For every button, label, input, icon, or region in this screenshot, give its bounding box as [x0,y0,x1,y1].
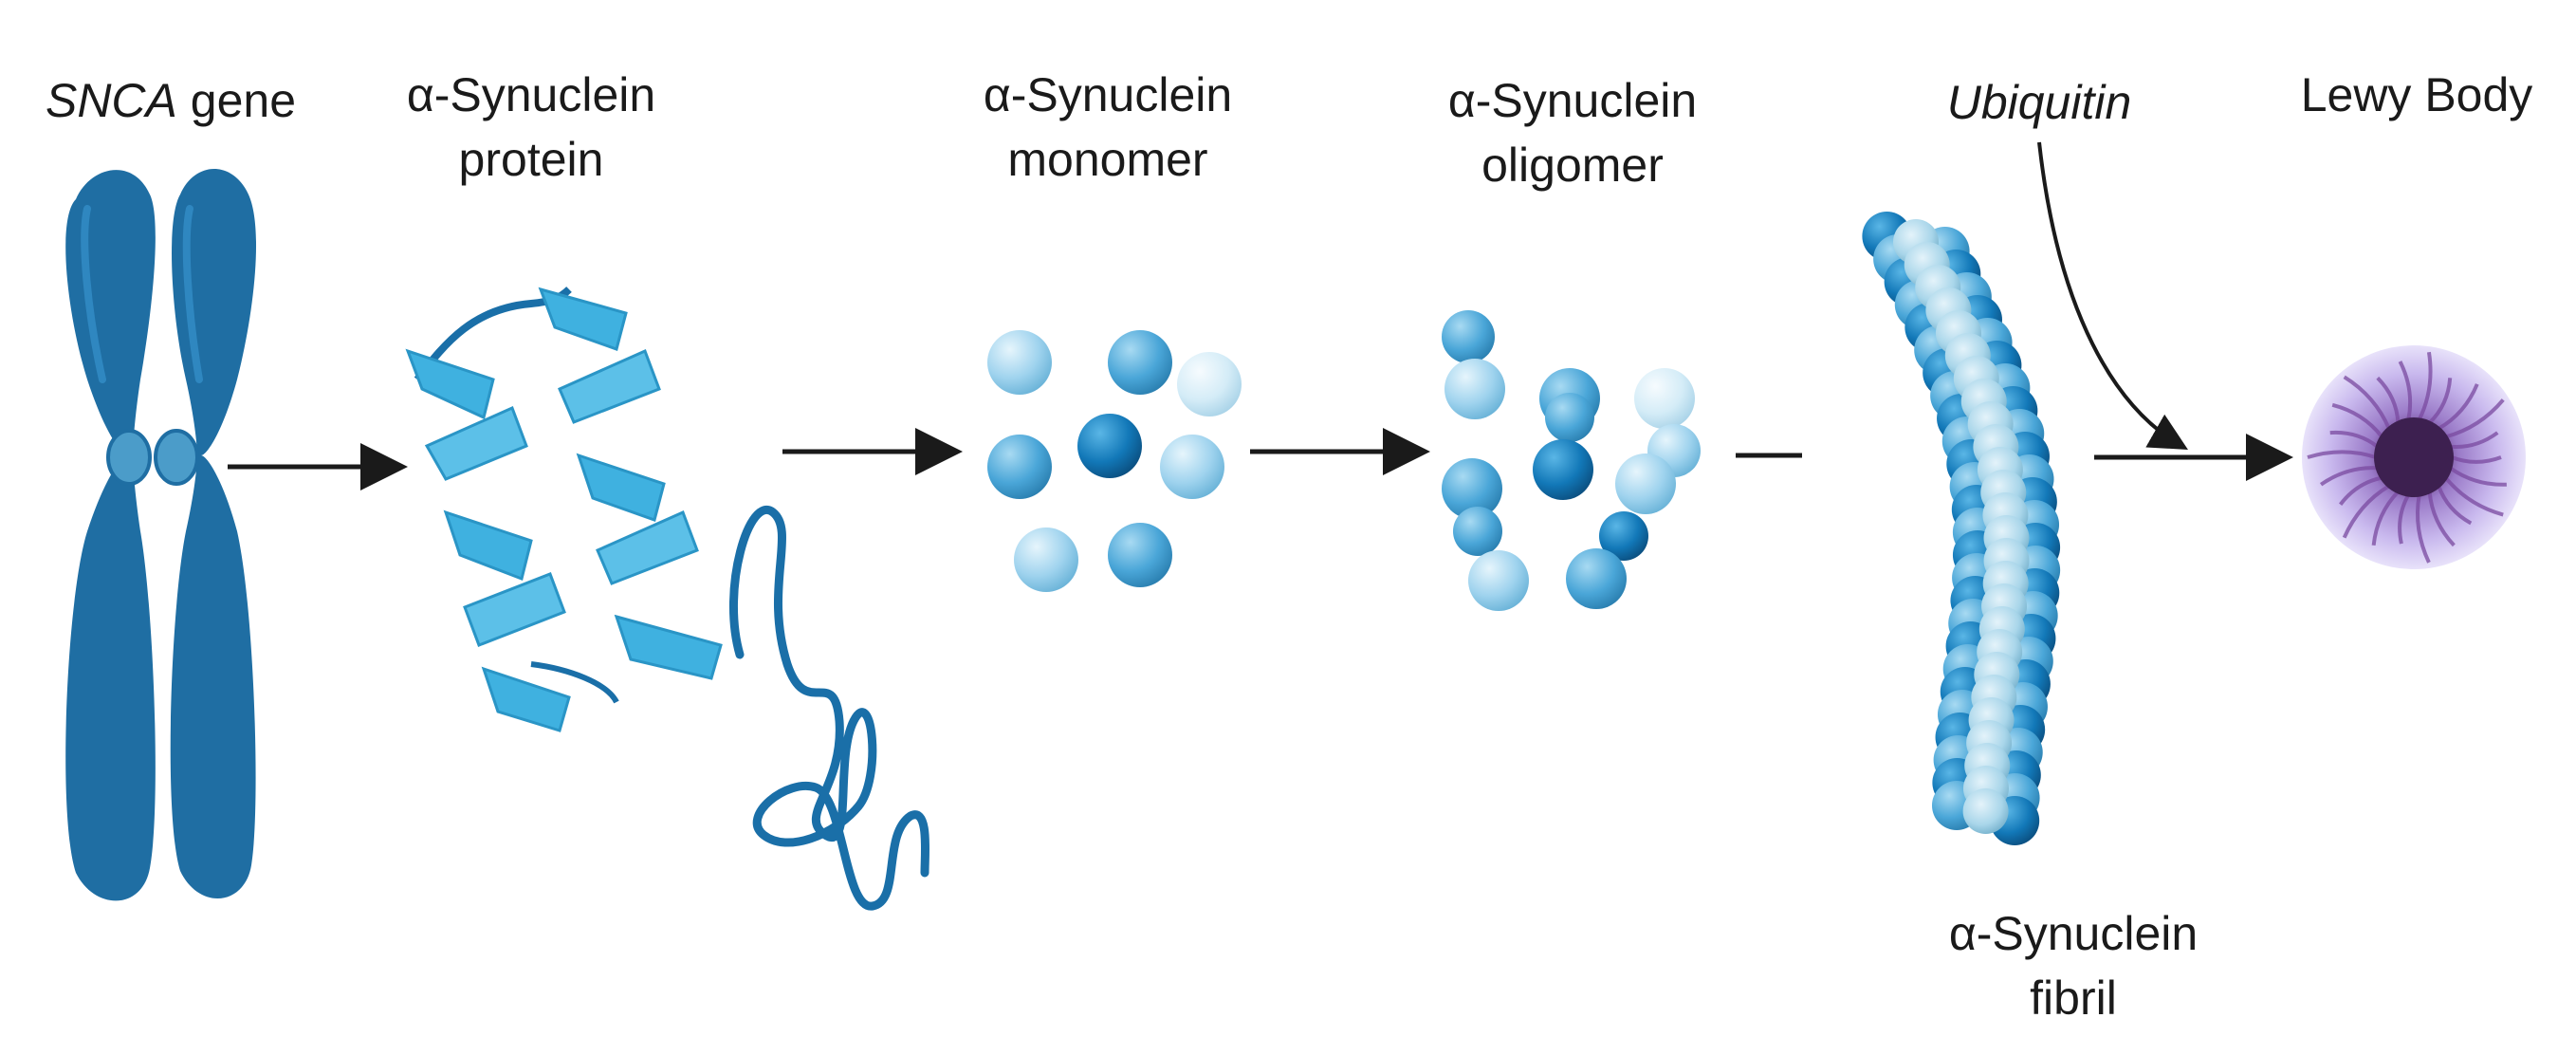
label-snca-gene-italic: SNCA [45,74,177,127]
label-monomer: α-Synuclein monomer [984,63,1232,192]
label-oligomer: α-Synuclein oligomer [1448,68,1697,197]
lewy-body-ray [2371,490,2400,546]
lewy-body-ray [2376,376,2401,423]
lewy-body-ray [2398,361,2413,420]
lewy-body-ray [2450,431,2499,450]
label-fibril: α-Synuclein fibril [1949,901,2198,1030]
lewy-body-ray [2307,450,2377,459]
lewy-body-ray [2331,402,2383,438]
lewy-body-ray [2342,484,2390,539]
label-monomer-line1: α-Synuclein [983,68,1233,121]
arrow-ubiquitin [2037,141,2188,450]
lewy-body-icon [2302,345,2526,569]
label-oligomer-line2: oligomer [1481,139,1664,192]
lewy-body-ray [2445,398,2505,439]
label-snca-gene: SNCA gene [46,68,296,133]
lewy-body-ray [2398,493,2411,545]
lewy-body-ray [2417,351,2433,421]
label-lewy-body: Lewy Body [2300,68,2533,121]
lewy-body-ray [2438,383,2479,431]
helix-protein-icon [405,287,930,911]
label-ubiquitin: Ubiquitin [1946,76,2132,129]
label-protein-line1: α-Synuclein [406,68,656,121]
label-protein: α-Synuclein protein [407,63,655,192]
fibril-core-bead [1962,788,2009,834]
lewy-body-ray [2339,475,2383,506]
oligomer-cluster-icon [1442,310,1701,611]
fibril-icon [1862,212,2061,845]
lewy-body-ray [2451,455,2502,464]
lewy-body-ray [2427,491,2456,547]
lewy-body-ray [2416,494,2431,564]
lewy-body-ray [2428,378,2453,425]
label-fibril-line2: fibril [2030,972,2117,1025]
label-monomer-line2: monomer [1007,133,1208,186]
label-oligomer-line1: α-Synuclein [1447,74,1698,127]
label-protein-line2: protein [458,133,604,186]
lewy-body-ray [2437,485,2473,526]
lewy-body-ray [2329,430,2379,449]
lewy-body-ray [2319,466,2378,487]
lewy-body-ray [2444,476,2504,517]
label-snca-gene-rest: gene [176,74,297,127]
monomer-cluster-icon [987,330,1242,592]
lewy-body-ray [2449,466,2507,487]
lewy-body-ray [2343,375,2391,430]
label-fibril-line1: α-Synuclein [1948,907,2199,960]
chromosome-icon [65,168,257,901]
